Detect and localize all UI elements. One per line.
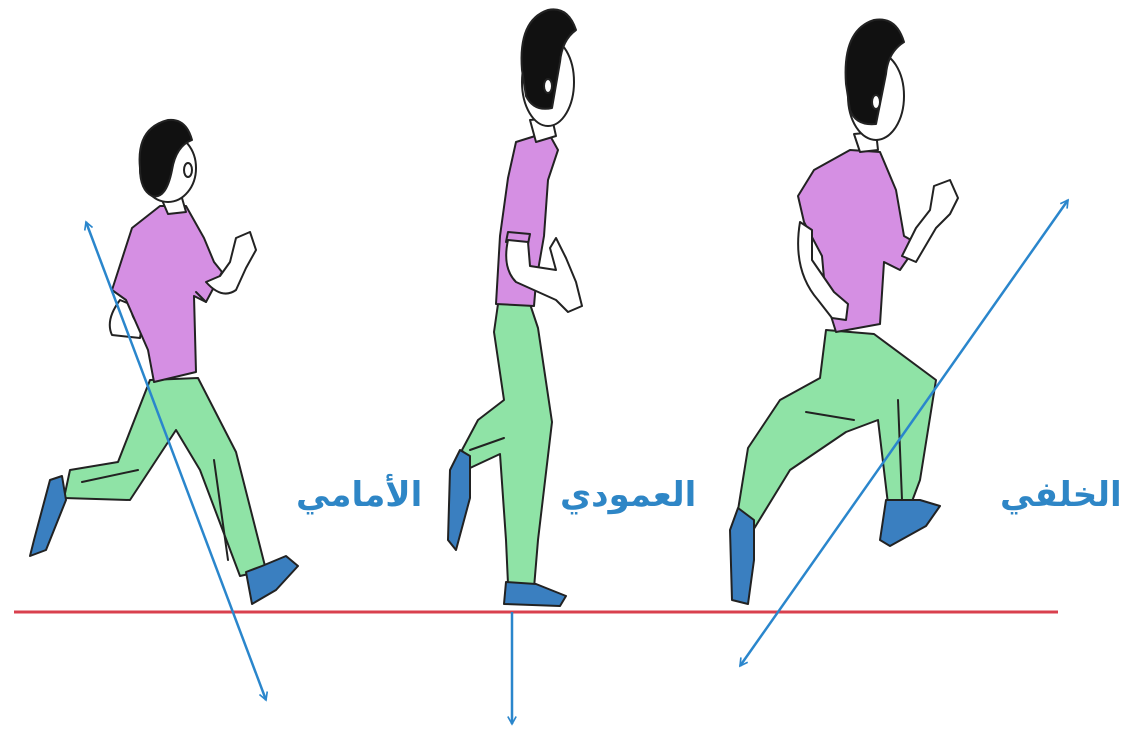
runner-front-lean	[30, 120, 298, 604]
vertical-label: العمودي	[560, 478, 696, 512]
front-lean-label: الأمامي	[296, 478, 422, 512]
runner-vertical	[448, 9, 582, 606]
back-lean-label: الخلفي	[1000, 478, 1122, 512]
